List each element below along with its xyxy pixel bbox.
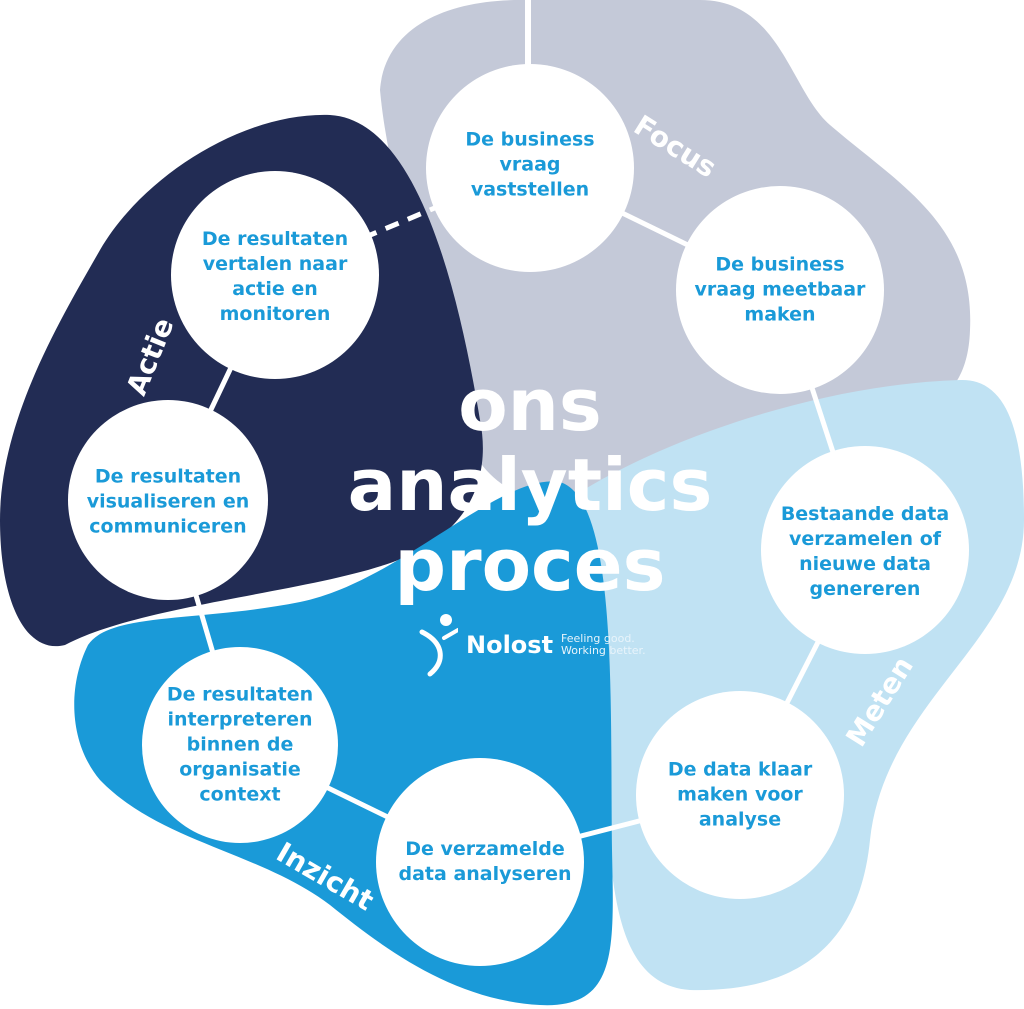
step-label: De data klaar maken voor analyse — [667, 758, 813, 831]
title-line-1: ons — [458, 363, 602, 447]
step-circle — [142, 647, 338, 843]
step-circle — [761, 446, 969, 654]
step-circle — [636, 691, 844, 899]
step-label: De resultaten interpreteren binnen de or… — [166, 683, 314, 806]
step-label: De resultaten visualiseren en communicer… — [86, 465, 250, 538]
step-circle — [68, 400, 268, 600]
step-circle — [676, 186, 884, 394]
step-label: De resultaten vertalen naar actie en mon… — [201, 228, 349, 325]
title-line-3: proces — [394, 523, 666, 607]
logo-tagline-2: Working better. — [561, 643, 646, 657]
step-label: De verzamelde data analyseren — [398, 838, 572, 885]
logo-tagline-1: Feeling good. — [561, 631, 635, 645]
step-circle — [171, 171, 379, 379]
step-label: De business vraag meetbaar maken — [694, 253, 866, 326]
title-line-2: analytics — [347, 443, 713, 527]
step-label: Bestaande data verzamelen of nieuwe data… — [780, 503, 950, 600]
nolost-logo: Nolost Feeling good. Working better. — [418, 612, 646, 677]
logo-name: Nolost — [466, 630, 554, 659]
step-label: De business vraag vaststellen — [465, 128, 595, 201]
step-circle — [426, 64, 634, 272]
step-circle — [376, 758, 584, 966]
figure-icon — [419, 614, 458, 677]
